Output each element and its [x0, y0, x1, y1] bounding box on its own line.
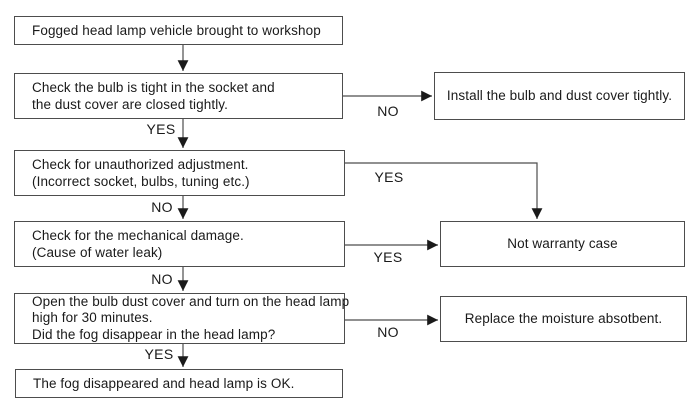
edge-label-unauthorized-no: NO [151, 199, 173, 215]
node-open-cover-test-line3: Did the fog disappear in the head lamp? [32, 326, 276, 342]
node-not-warranty-text: Not warranty case [507, 236, 618, 252]
node-replace-absorbent: Replace the moisture absotbent. [440, 296, 687, 342]
node-check-bulb-socket-line2: the dust cover are closed tightly. [32, 97, 228, 112]
edge-label-unauthorized-yes: YES [374, 169, 404, 185]
node-check-unauthorized: Check for unauthorized adjustment. (Inco… [14, 150, 345, 196]
node-start: Fogged head lamp vehicle brought to work… [14, 16, 343, 45]
node-check-mechanical: Check for the mechanical damage. (Cause … [14, 221, 345, 267]
node-check-unauthorized-line2: (Incorrect socket, bulbs, tuning etc.) [32, 174, 250, 189]
node-replace-absorbent-text: Replace the moisture absotbent. [464, 311, 663, 327]
node-fog-ok-text: The fog disappeared and head lamp is OK. [33, 375, 295, 391]
edge-label-mechanical-no: NO [151, 271, 173, 287]
node-install-bulb-text: Install the bulb and dust cover tightly. [446, 88, 673, 104]
node-not-warranty: Not warranty case [440, 221, 685, 267]
node-check-unauthorized-line1: Check for unauthorized adjustment. [32, 156, 249, 172]
node-open-cover-test-line2: high for 30 minutes. [32, 310, 153, 326]
node-check-mechanical-line2: (Cause of water leak) [32, 245, 163, 260]
node-fog-ok: The fog disappeared and head lamp is OK. [15, 369, 343, 398]
node-check-bulb-socket-line1: Check the bulb is tight in the socket an… [32, 79, 275, 95]
edge-label-fog-yes: YES [144, 346, 174, 362]
node-check-mechanical-line1: Check for the mechanical damage. [32, 227, 244, 243]
node-check-bulb-socket: Check the bulb is tight in the socket an… [14, 73, 343, 119]
node-open-cover-test: Open the bulb dust cover and turn on the… [14, 293, 349, 344]
node-open-cover-test-line1: Open the bulb dust cover and turn on the… [32, 293, 350, 309]
edge-label-fog-no: NO [377, 324, 399, 340]
edge-label-bulb-yes: YES [146, 121, 176, 137]
edge-label-mechanical-yes: YES [373, 249, 403, 265]
edge-label-bulb-no: NO [377, 103, 399, 119]
node-install-bulb: Install the bulb and dust cover tightly. [434, 72, 685, 120]
node-start-text: Fogged head lamp vehicle brought to work… [32, 22, 321, 38]
